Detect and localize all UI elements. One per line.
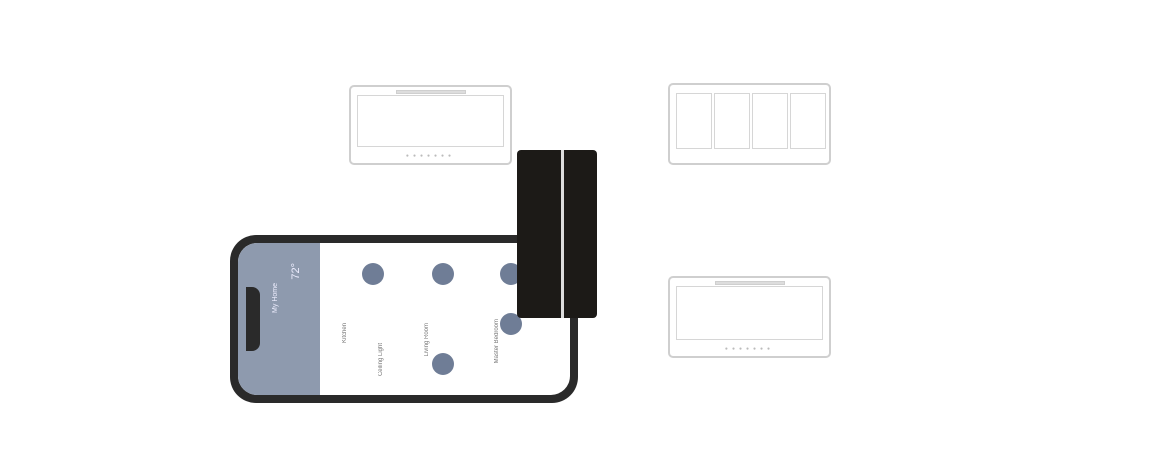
panel-screen <box>357 95 504 147</box>
home-title: My Home <box>272 283 279 313</box>
gang-2 <box>714 93 750 149</box>
room-bedroom[interactable]: Master Bedroom <box>494 319 500 364</box>
panel-screen <box>676 286 823 340</box>
room-living[interactable]: Living Room <box>424 323 430 357</box>
phone-screen: My Home 72° Kitchen Living Room Master B… <box>238 243 570 395</box>
device-button[interactable] <box>500 263 522 285</box>
four-gang-switch-panel <box>668 83 831 165</box>
device-seam <box>561 150 564 318</box>
panel-bar <box>714 281 785 285</box>
single-switch-panel-2: ●●●●●●● <box>668 276 831 358</box>
gang-4 <box>790 93 826 149</box>
hub-device <box>517 150 597 318</box>
single-switch-panel: ●●●●●●● <box>349 85 512 165</box>
panel-dots: ●●●●●●● <box>405 153 456 159</box>
panel-bar <box>395 90 466 94</box>
temperature: 72° <box>290 263 302 280</box>
gang-1 <box>676 93 712 149</box>
room-kitchen[interactable]: Kitchen <box>342 323 348 344</box>
device-button[interactable] <box>432 263 454 285</box>
panel-dots: ●●●●●●● <box>724 346 775 352</box>
phone-notch <box>246 287 260 351</box>
device-button[interactable] <box>432 353 454 375</box>
device-label: Ceiling Light <box>378 343 384 377</box>
device-button[interactable] <box>362 263 384 285</box>
device-button[interactable] <box>500 313 522 335</box>
gang-3 <box>752 93 788 149</box>
